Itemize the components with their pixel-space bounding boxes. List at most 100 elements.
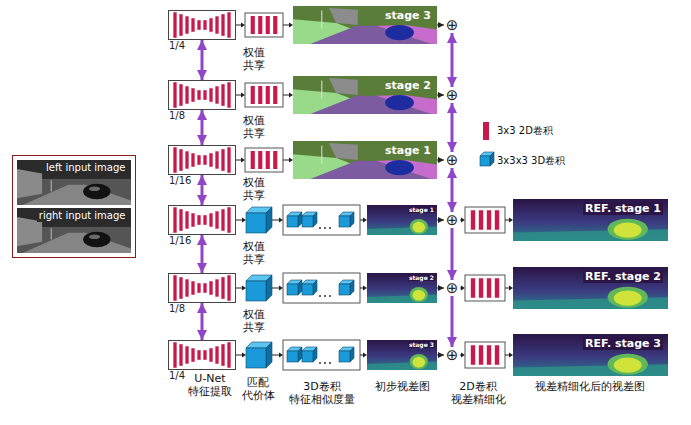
arrow-shaft bbox=[460, 220, 461, 221]
conv-bar bbox=[197, 90, 200, 100]
unet-ground bbox=[168, 273, 236, 303]
conv-bar bbox=[495, 345, 499, 365]
ellipsis-dot bbox=[319, 227, 321, 229]
initial-disparity-map: stage 1 bbox=[367, 205, 437, 235]
photo-road bbox=[23, 185, 131, 205]
unet-ground bbox=[168, 340, 236, 370]
conv-bar bbox=[266, 16, 270, 34]
seg-pole bbox=[321, 146, 322, 164]
photo-car-window bbox=[89, 235, 100, 240]
conv3d-block-box bbox=[283, 273, 360, 303]
segmentation-picture bbox=[293, 141, 437, 179]
image-caption: stage 2 bbox=[408, 274, 435, 281]
flow-arrow bbox=[236, 218, 246, 223]
conv-bar bbox=[173, 275, 176, 301]
arrow-shaft bbox=[460, 355, 461, 356]
refined-disparity-map: REF. stage 2 bbox=[513, 267, 668, 309]
cube-front bbox=[339, 284, 350, 295]
image-caption: right input image bbox=[37, 210, 128, 222]
conv-bar bbox=[487, 278, 491, 298]
unet-feature-box: 1/16 bbox=[168, 145, 236, 175]
depth-car bbox=[413, 290, 426, 301]
conv-bar bbox=[185, 86, 188, 103]
conv-bar bbox=[227, 342, 230, 368]
edge-label: 权值 共享 bbox=[243, 241, 267, 266]
flow-arrow bbox=[236, 23, 245, 28]
arrow-head bbox=[509, 286, 513, 291]
arrow-shaft bbox=[272, 220, 279, 221]
image-caption: left input image bbox=[44, 162, 127, 174]
depth-car-halo bbox=[410, 219, 428, 234]
conv-bar bbox=[479, 345, 483, 365]
cube-symbol bbox=[246, 207, 272, 233]
arrow-shaft bbox=[236, 95, 241, 96]
flow-arrow bbox=[460, 218, 465, 223]
conv-bar bbox=[197, 283, 200, 293]
sharing-arrow bbox=[201, 40, 204, 80]
arrow-head bbox=[289, 93, 293, 98]
sum-symbol: ⊕ bbox=[444, 347, 460, 363]
disparity-picture bbox=[367, 340, 437, 370]
depth-car-halo bbox=[608, 354, 648, 375]
conv-bar bbox=[258, 86, 262, 104]
sum-node: ⊕ bbox=[444, 152, 460, 168]
flow-arrow bbox=[272, 218, 283, 223]
arrow-shaft bbox=[236, 355, 242, 356]
unet-ground bbox=[168, 205, 236, 235]
arrow-head bbox=[461, 353, 465, 358]
edge-label: 权值 共享 bbox=[243, 47, 267, 72]
seg-vegetation bbox=[293, 76, 437, 114]
conv-bar bbox=[221, 149, 224, 171]
arrow-head bbox=[289, 23, 293, 28]
depth-background bbox=[513, 334, 668, 376]
cube-front bbox=[287, 216, 298, 227]
conv-bar bbox=[209, 153, 212, 167]
disparity-picture bbox=[367, 273, 437, 303]
ellipsis-dot bbox=[324, 295, 326, 297]
conv-bar bbox=[197, 215, 200, 225]
conv3d-block-box bbox=[283, 340, 360, 370]
input-image-frame: left input image right input image bbox=[12, 155, 136, 258]
disparity-picture bbox=[513, 267, 668, 309]
conv-bar bbox=[179, 84, 182, 106]
seg-building bbox=[329, 8, 358, 25]
cube-front bbox=[246, 348, 266, 368]
image-caption: REF. stage 3 bbox=[583, 337, 663, 350]
cube-side bbox=[313, 280, 317, 295]
conv-bar bbox=[209, 213, 212, 227]
ellipsis-dot bbox=[329, 362, 331, 364]
cube-front bbox=[480, 156, 490, 166]
conv-bar bbox=[221, 344, 224, 366]
arrow-head bbox=[289, 158, 293, 163]
frame-ground bbox=[12, 155, 136, 258]
image-caption: stage 2 bbox=[383, 79, 433, 92]
conv-bar bbox=[215, 151, 218, 168]
arrow-head bbox=[279, 286, 283, 291]
scale-label: 1/4 bbox=[169, 40, 185, 51]
legend-swatch bbox=[483, 122, 489, 140]
sum-symbol: ⊕ bbox=[444, 17, 460, 33]
conv-bar bbox=[191, 348, 194, 362]
conv-bar bbox=[173, 342, 176, 368]
flow-arrow bbox=[236, 353, 246, 358]
conv-bar bbox=[221, 84, 224, 106]
conv-bar bbox=[173, 147, 176, 173]
initial-disparity-map: stage 2 bbox=[367, 273, 437, 303]
cube-side bbox=[298, 347, 302, 362]
photo-car-window bbox=[89, 187, 100, 192]
cube-front bbox=[246, 281, 266, 301]
conv-bar bbox=[215, 279, 218, 296]
flow-arrow bbox=[437, 95, 444, 96]
conv-bar bbox=[227, 82, 230, 108]
arrow-shaft bbox=[236, 25, 241, 26]
conv-bar bbox=[197, 20, 200, 30]
conv-bar bbox=[479, 210, 483, 230]
unet-feature-box: 1/8 bbox=[168, 273, 236, 303]
unet-feature-box: 1/16 bbox=[168, 205, 236, 235]
sum-symbol: ⊕ bbox=[444, 87, 460, 103]
conv-bar bbox=[495, 278, 499, 298]
conv-bar bbox=[227, 207, 230, 233]
conv-bar bbox=[227, 12, 230, 38]
flow-arrow bbox=[236, 93, 245, 98]
